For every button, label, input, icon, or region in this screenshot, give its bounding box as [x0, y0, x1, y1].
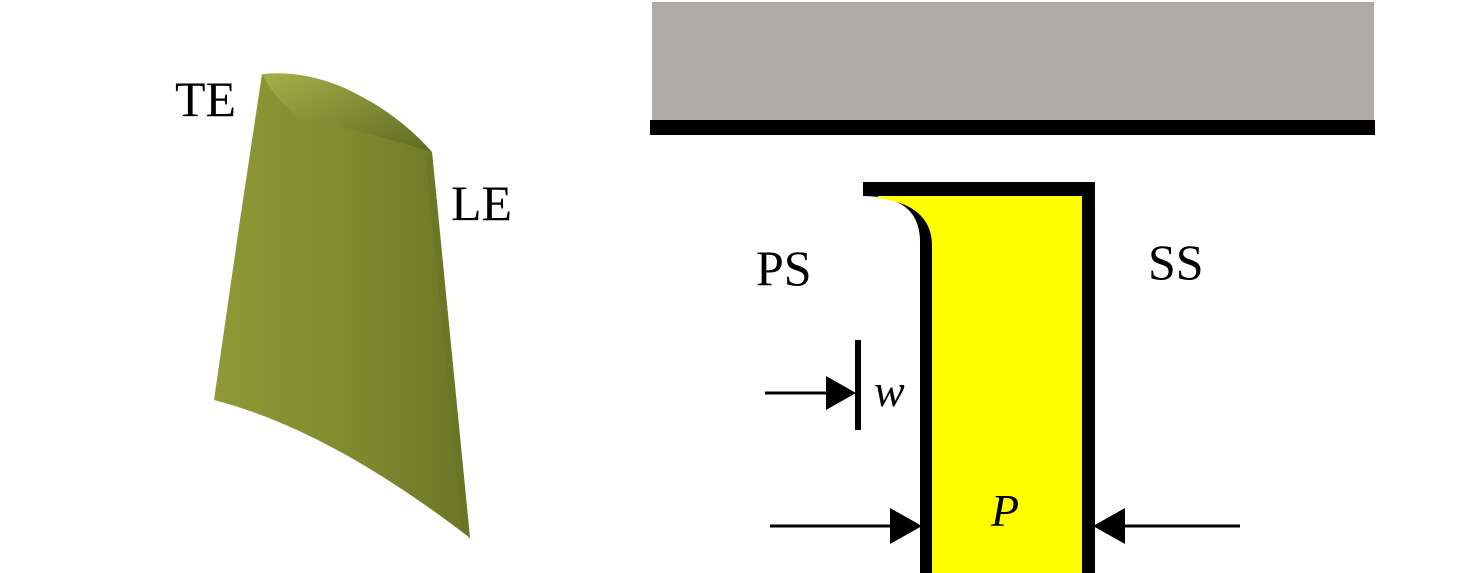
suction-side-label: SS — [1148, 234, 1204, 290]
trailing-edge-label: TE — [175, 71, 236, 127]
blade-leading-edge-highlight — [426, 152, 470, 538]
blade-tip-section — [863, 182, 1095, 573]
pressure-label: P — [990, 485, 1019, 536]
casing-wall-line — [650, 120, 1375, 135]
pressure-arrow-right-head — [1093, 508, 1125, 544]
pressure-arrow-left-head — [890, 508, 922, 544]
turbine-blade-3d — [214, 73, 470, 538]
pressure-side-label: PS — [756, 240, 812, 296]
leading-edge-label: LE — [451, 175, 512, 231]
pressure-arrow-left — [770, 508, 922, 544]
casing — [652, 2, 1374, 120]
pressure-arrow-right — [1093, 508, 1240, 544]
blade-tip-surface — [262, 73, 432, 152]
width-arrow-head — [826, 376, 856, 410]
tip-core — [878, 196, 1082, 573]
width-indicator — [765, 340, 861, 430]
blade-body — [214, 74, 470, 538]
width-reference-bar — [855, 340, 861, 430]
width-label: w — [874, 365, 905, 416]
